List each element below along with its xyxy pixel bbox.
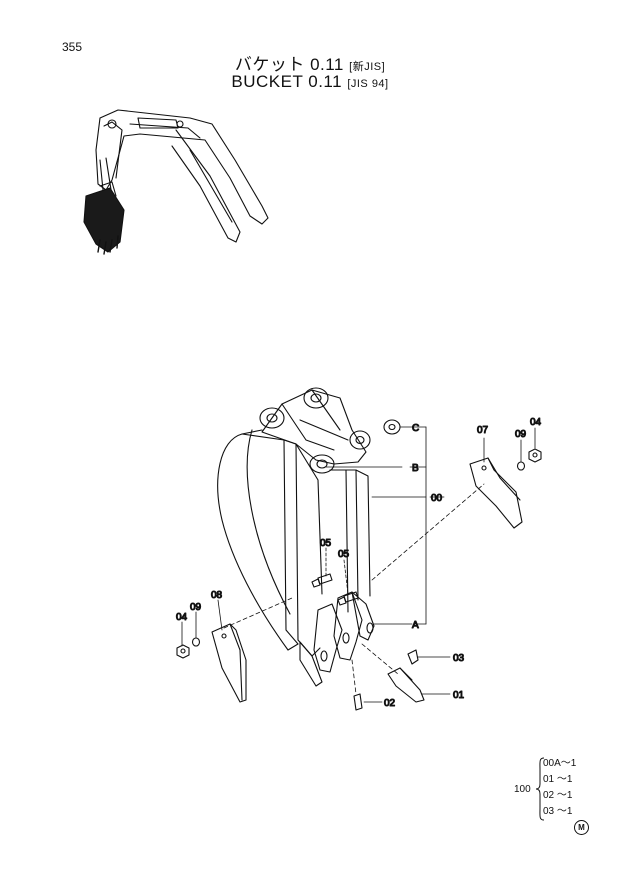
page-number: 355: [62, 40, 83, 54]
legend-total: 100: [514, 784, 531, 795]
side-cutter-left: [211, 623, 247, 703]
leader-lines: [181, 426, 536, 703]
title-english: BUCKET 0.11 [JIS 94]: [0, 72, 620, 92]
callout-a: A: [412, 620, 419, 631]
title-japanese-tag: [新JIS]: [349, 61, 386, 73]
side-cutter-right: [469, 457, 523, 529]
legend-brace: [535, 757, 545, 821]
callout-05-a: 05: [320, 538, 332, 549]
bucket-body: [217, 429, 371, 657]
callout-00: 00: [431, 493, 443, 504]
legend-row: 01 ～1: [543, 774, 573, 785]
legend-rows: 00A～1 01 ～1 02 ～1 03 ～1: [543, 756, 576, 820]
title-japanese: バケット 0.11 [新JIS]: [0, 50, 620, 75]
callout-b: B: [412, 463, 419, 474]
callout-02: 02: [384, 698, 396, 709]
pin-03: [407, 649, 419, 665]
legend-row: 00A～1: [543, 758, 577, 769]
callout-04-left: 04: [176, 612, 188, 623]
title-english-tag: [JIS 94]: [347, 78, 389, 90]
callout-09-right: 09: [515, 429, 527, 440]
title-japanese-text: バケット 0.11: [234, 55, 344, 74]
callout-05-b: 05: [338, 549, 350, 560]
legend-row: 02 ～1: [543, 790, 573, 801]
bolts-05: [311, 573, 359, 606]
excavator-thumbnail: [95, 109, 269, 243]
right-nut-washer: [516, 448, 542, 471]
left-nut-washer: [176, 637, 201, 659]
thumbnail-bucket: [83, 181, 125, 255]
callout-03: 03: [453, 653, 465, 664]
washer-c: [383, 419, 401, 435]
title-english-text: BUCKET 0.11: [231, 72, 343, 91]
bucket-top-bracket: [259, 387, 371, 474]
callout-01: 01: [453, 690, 465, 701]
legend-row: 03 ～1: [543, 806, 573, 817]
callout-09-left: 09: [190, 602, 202, 613]
circled-m-mark: M: [574, 820, 589, 835]
pin-02: [353, 693, 363, 711]
callout-07: 07: [477, 425, 489, 436]
callout-08: 08: [211, 590, 223, 601]
tooth-adapters: [299, 591, 375, 687]
callout-04-right: 04: [530, 417, 542, 428]
tooth-01: [387, 667, 425, 703]
callout-c: C: [412, 423, 419, 434]
